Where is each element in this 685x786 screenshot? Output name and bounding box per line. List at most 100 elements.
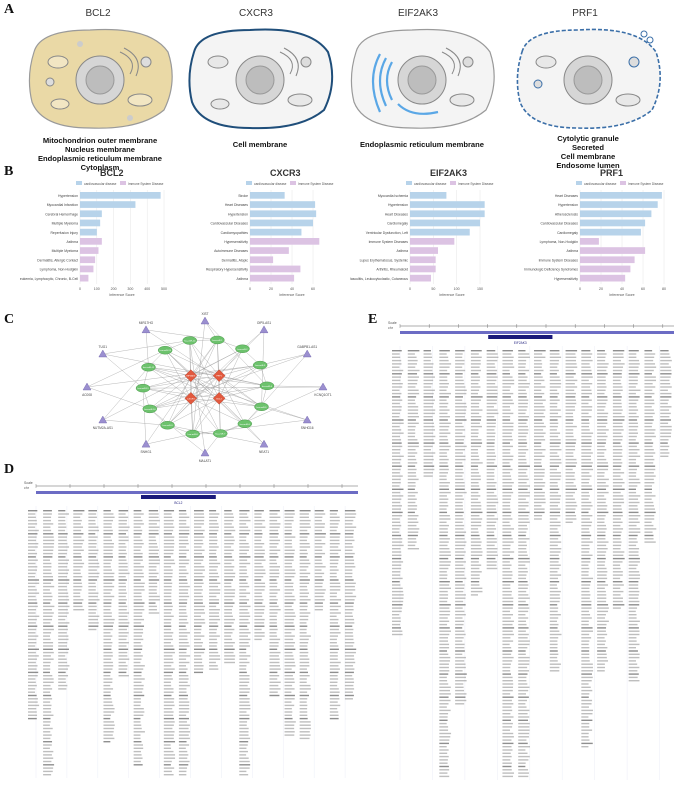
mirna-node [135, 383, 151, 393]
mirna-label: hsa-miR-8 [188, 434, 199, 436]
gene-title-prf1: PRF1 [572, 8, 598, 19]
lncrna-label: AC008 [82, 393, 92, 397]
category-label: Hypersensitivity [224, 240, 248, 244]
category-label: Atherosclerosis [555, 212, 578, 216]
tick-label: 100 [454, 287, 460, 291]
lncrna-node [82, 382, 92, 391]
category-label: Immunologic Deficiency Syndromes [524, 268, 578, 272]
lncrna-label: NEAT1 [259, 450, 269, 454]
category-label: Autoimmune Diseases [214, 249, 248, 253]
panel-letter-c: C [4, 312, 15, 327]
lncrna-label: SNHG1 [141, 450, 152, 454]
lncrna-node [302, 415, 312, 424]
location-list-eif2ak3: Endoplasmic reticulum membrane [327, 140, 517, 149]
panel-letter-d: D [4, 462, 15, 477]
lncrna-node [98, 349, 108, 358]
network-edges [86, 320, 324, 454]
chr-label: chr [388, 326, 394, 330]
bar [580, 228, 641, 236]
location-list-prf1: Cytolytic granule Secreted Cell membrane… [493, 134, 683, 170]
lncrna-label: GABPB1-AS1 [297, 345, 317, 349]
lncrna-node [259, 439, 269, 448]
lncrna-label: MALAT1 [199, 459, 211, 462]
gene-title-eif2ak3: EIF2AK3 [397, 8, 439, 19]
bar [410, 238, 455, 245]
tick-label: 40 [290, 287, 294, 291]
scale-label: Scale [388, 321, 397, 325]
category-label: Hypertension [58, 194, 78, 198]
mirna-node [157, 346, 173, 355]
legend-label: Immune System Disease [458, 182, 494, 186]
category-label: Myocardial Infarction [47, 203, 78, 207]
mirna-label: hsa-miR-14 [184, 340, 196, 342]
category-label: Cardiovascular Diseases [540, 222, 578, 226]
location-item: Cell membrane [232, 140, 288, 149]
category-label: Cerebral Hemorrhage [45, 212, 78, 216]
category-label: Heart Diseases [555, 194, 578, 198]
category-label: Dermatitis, Allergic Contact [37, 258, 78, 262]
gene-title-cxcr3: CXCR3 [239, 8, 273, 19]
category-label: Dermatitis, Atopic [222, 258, 249, 262]
category-label: Heart Diseases [385, 212, 408, 216]
bar [580, 256, 635, 264]
bar [80, 201, 136, 208]
location-list-bcl2: Mitochondrion outer membrane Nucleus mem… [5, 136, 195, 172]
legend-label: cardiovascular disease [84, 182, 117, 186]
bar [80, 238, 102, 245]
tick-label: 300 [127, 287, 133, 291]
bar [80, 210, 102, 218]
category-label: Leukemia, Lymphocytic, Chronic, B-Cell [20, 277, 78, 281]
legend-swatch [576, 181, 582, 185]
tick-label: 0 [579, 287, 581, 291]
mirna-node [259, 381, 275, 391]
category-label: Hypertension [388, 203, 408, 207]
lncrna-node [200, 448, 210, 457]
bar [580, 201, 658, 208]
lncrna-node [200, 316, 210, 325]
lncrna-node [259, 325, 269, 334]
location-item: Nucleus membrane [64, 145, 136, 154]
mirna-node [254, 402, 269, 411]
bar [80, 274, 89, 282]
bar [410, 201, 485, 208]
regulatory-network: XISTOIP5-AS1GABPB1-AS1KCNQ1OT1SNHG16NEAT… [82, 312, 332, 462]
gene-title-bcl2: BCL2 [85, 8, 111, 19]
category-label: Lymphoma, Non-Hodgkin [40, 268, 78, 272]
category-label: Asthma [67, 240, 79, 244]
mirna-node [237, 419, 253, 428]
bar [410, 192, 447, 199]
bar [80, 256, 96, 264]
gene-track [36, 491, 358, 494]
bar [250, 228, 302, 236]
bar [410, 210, 485, 218]
tick-label: 60 [641, 287, 645, 291]
bar [250, 192, 285, 199]
location-item: Endoplasmic reticulum membrane [37, 154, 163, 163]
category-label: Stroke [238, 194, 248, 198]
browser-bg [22, 478, 362, 778]
location-item: Endoplasmic reticulum membrane [359, 140, 485, 149]
tick-label: 500 [161, 287, 167, 291]
bar [410, 247, 438, 254]
category-label: Immune System Diseases [369, 240, 409, 244]
legend-label: cardiovascular disease [414, 182, 447, 186]
cell-diagram-cxcr3 [188, 28, 334, 130]
bar [580, 192, 662, 199]
legend-label: cardiovascular disease [254, 182, 287, 186]
location-item: Cytoplasm [80, 163, 120, 172]
mirna-label: hsa-miR-3 [255, 365, 266, 367]
gene-label: EIF2AK3 [514, 341, 527, 345]
bar [250, 256, 274, 264]
mirna-label: hsa-miR-6 [240, 424, 251, 426]
lncrna-label: XIST [201, 312, 208, 316]
category-label: Multiple Myeloma [52, 249, 78, 253]
mirna-label: hsa-miR-4 [262, 386, 273, 388]
mirna-node [252, 360, 268, 370]
x-axis-label: Inference Score [279, 293, 304, 297]
category-label: Reperfusion Injury [50, 231, 78, 235]
mirna-label: hsa-miR-5 [256, 407, 267, 409]
